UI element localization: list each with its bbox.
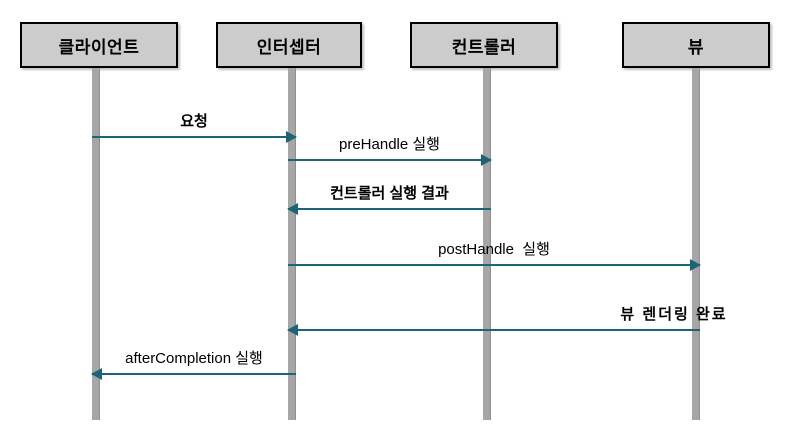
message-line	[288, 329, 700, 331]
participant-label: 인터셉터	[256, 37, 322, 57]
message-line	[288, 159, 491, 161]
message-line	[288, 208, 491, 210]
participant-label: 컨트롤러	[451, 37, 517, 57]
lifeline-interceptor	[288, 68, 296, 420]
arrowhead-right-icon	[481, 154, 492, 166]
arrowhead-left-icon	[287, 324, 298, 336]
message-label: preHandle 실행	[339, 135, 440, 153]
participant-label: 뷰	[687, 37, 705, 57]
message-line	[288, 264, 700, 266]
message-label: afterCompletion 실행	[125, 349, 263, 367]
participant-label: 클라이언트	[58, 37, 140, 57]
message-label: postHandle 실행	[438, 240, 550, 258]
participant-interceptor: 인터셉터	[216, 22, 362, 68]
lifeline-view	[692, 68, 700, 420]
message-label: 컨트롤러 실행 결과	[330, 184, 449, 202]
participant-client: 클라이언트	[20, 22, 178, 68]
participant-controller: 컨트롤러	[410, 22, 558, 68]
arrowhead-right-icon	[286, 131, 297, 143]
arrowhead-right-icon	[690, 259, 701, 271]
message-label: 요청	[180, 112, 208, 130]
arrowhead-left-icon	[287, 203, 298, 215]
message-line	[92, 373, 296, 375]
lifeline-client	[92, 68, 100, 420]
lifeline-controller	[483, 68, 491, 420]
participant-view: 뷰	[622, 22, 770, 68]
arrowhead-left-icon	[91, 368, 102, 380]
message-line	[92, 136, 296, 138]
message-label: 뷰 렌더링 완료	[620, 305, 728, 323]
